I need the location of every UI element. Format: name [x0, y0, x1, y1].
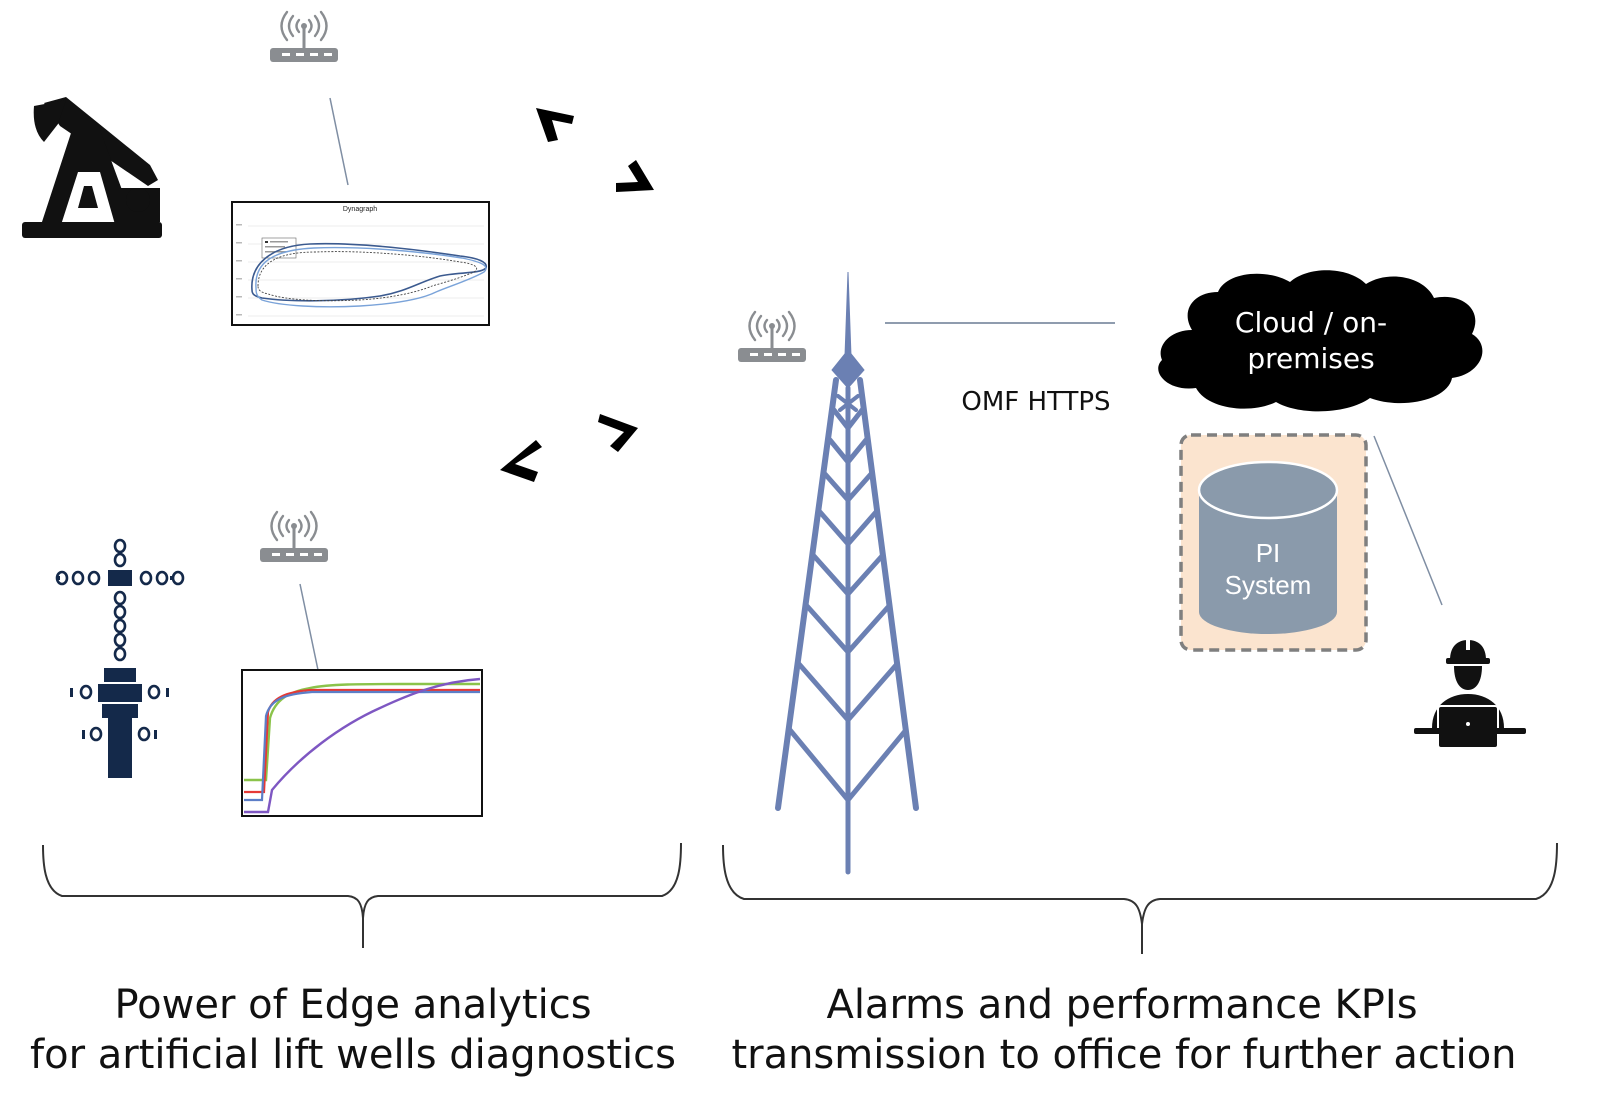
wellhead-icon	[55, 538, 185, 778]
engineer-laptop-icon	[1414, 640, 1526, 749]
dynagraph-series-measured	[251, 242, 487, 302]
trend-series-blue	[244, 690, 480, 802]
dynagraph-chart: Dynagraph	[231, 201, 490, 326]
protocol-label: OMF HTTPS	[961, 387, 1110, 417]
connector-line	[329, 97, 349, 186]
wifi-router-icon	[268, 10, 340, 64]
cloud-label-line1: Cloud / on-	[1235, 306, 1387, 339]
pi-system-box: PI System	[1179, 433, 1368, 652]
trend-chart	[241, 669, 483, 817]
cloud-shape: Cloud / on- premises	[1158, 270, 1483, 412]
pi-system-label-line2: System	[1225, 570, 1312, 600]
dynagraph-title: Dynagraph	[343, 206, 377, 213]
cloud-label-line2: premises	[1247, 342, 1374, 375]
connector-line	[299, 583, 319, 671]
arrow-upper-left	[536, 108, 574, 142]
left-caption-line2: for artificial lift wells diagnostics	[30, 1032, 676, 1078]
trend-series-green	[244, 682, 480, 782]
wifi-router-icon	[736, 310, 808, 364]
dynagraph-series-predicted	[255, 246, 487, 308]
pump-jack-icon	[22, 97, 162, 238]
left-brace	[42, 842, 682, 948]
arrow-lower-left	[500, 440, 542, 482]
radio-tower-icon	[775, 271, 919, 875]
arrow-upper-right	[616, 160, 654, 192]
dynagraph-legend	[261, 237, 297, 259]
trend-series-purple	[244, 677, 481, 814]
wifi-router-icon	[258, 510, 330, 564]
arrow-lower-right	[598, 414, 638, 452]
pi-system-label-line1: PI	[1256, 538, 1281, 568]
connector-line	[1373, 435, 1443, 606]
database-icon	[1197, 460, 1339, 634]
right-caption-line1: Alarms and performance KPIs	[826, 982, 1417, 1028]
dynagraph-series-reference	[257, 251, 478, 302]
right-brace	[722, 842, 1558, 954]
left-caption-line1: Power of Edge analytics	[114, 982, 591, 1028]
data-flow-arrows	[500, 108, 654, 482]
right-caption-line2: transmission to office for further actio…	[731, 1032, 1516, 1078]
